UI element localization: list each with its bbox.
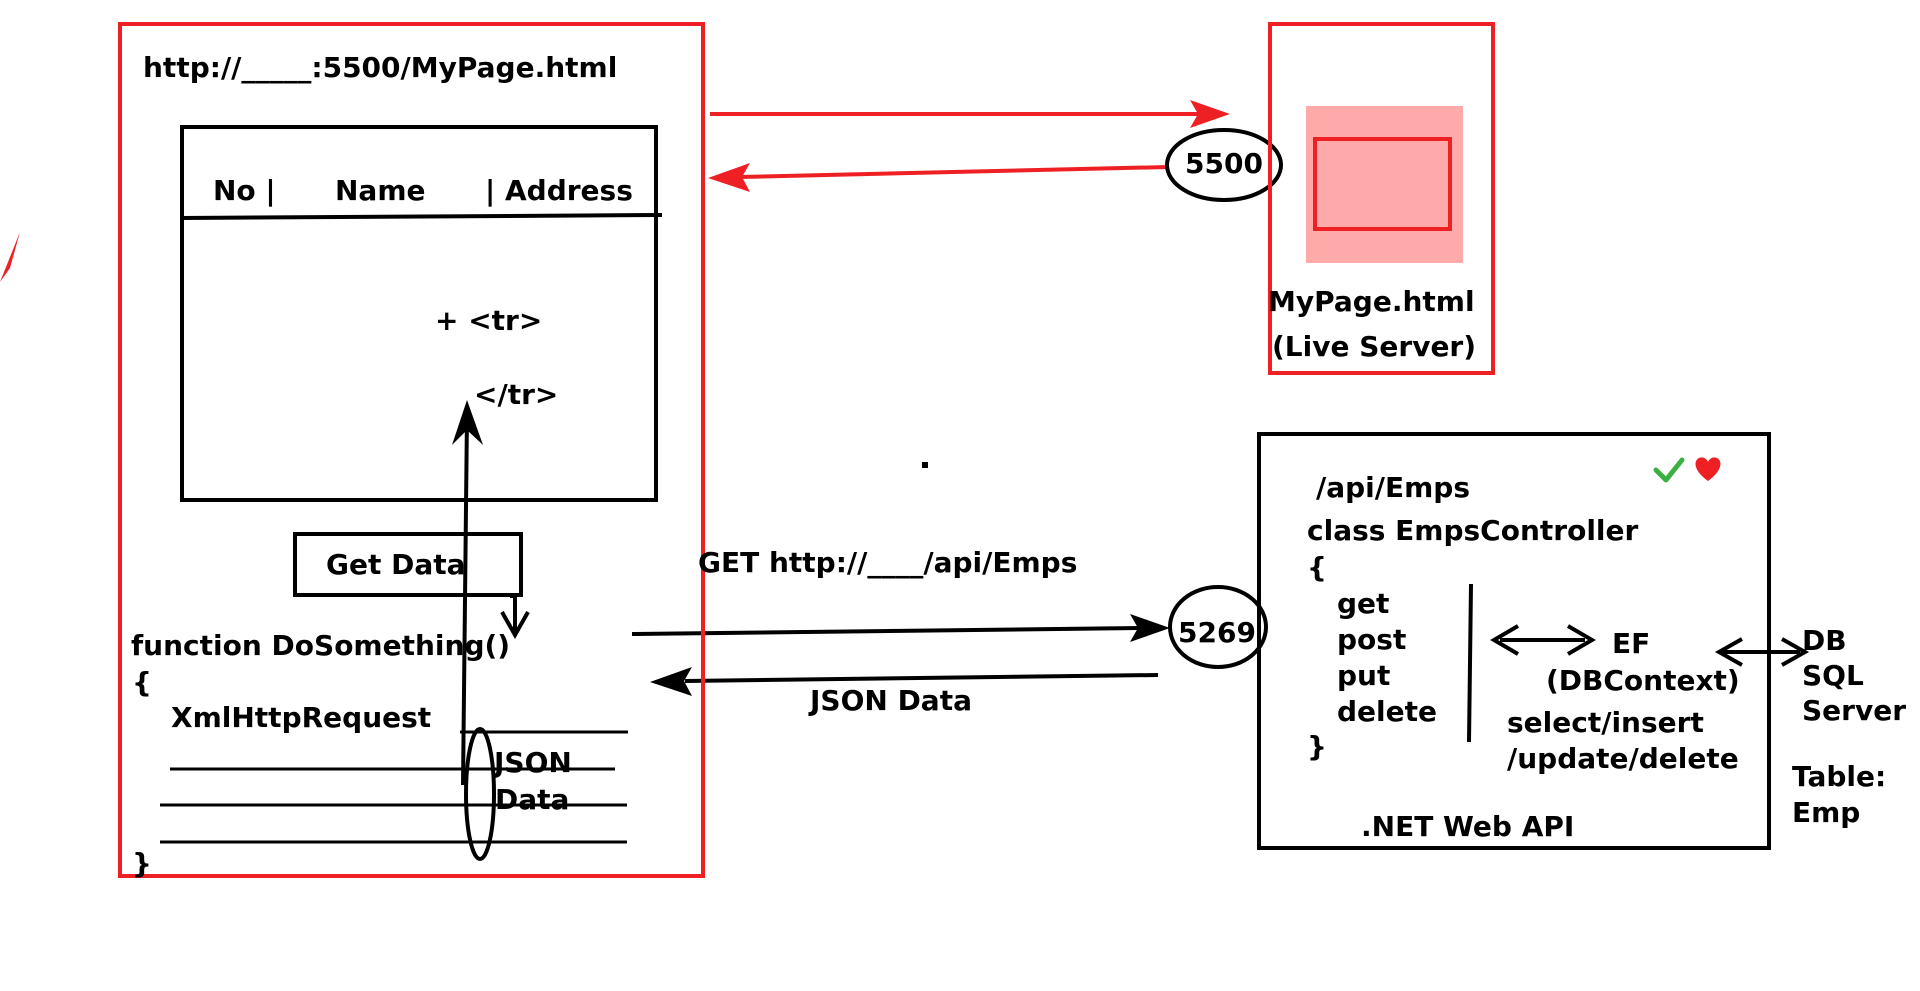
get-request-arrowhead <box>1130 614 1170 642</box>
table-header-name: Name <box>335 174 426 207</box>
api-method-get: get <box>1337 587 1390 620</box>
db-label-3: Server <box>1802 694 1907 727</box>
dbcontext-label: (DBContext) <box>1546 664 1740 697</box>
xhr-line: XmlHttpRequest <box>171 701 432 734</box>
db-table-label-2: Emp <box>1792 796 1861 829</box>
db-table-label-1: Table: <box>1792 760 1887 793</box>
api-method-divider <box>1467 583 1473 743</box>
function-open-brace: { <box>132 666 152 699</box>
api-open-brace: { <box>1307 551 1327 584</box>
serve-page-arrowhead <box>708 163 750 192</box>
db-label-1: DB <box>1802 624 1847 657</box>
port-5500-label: 5500 <box>1185 147 1263 180</box>
methods-ef-arrowhead-left <box>1490 624 1520 656</box>
json-data-ellipse <box>464 727 496 861</box>
api-close-brace: } <box>1307 730 1327 763</box>
table-header-no: No | <box>213 174 276 207</box>
db-label-2: SQL <box>1802 659 1864 692</box>
json-bubble-line2: Data <box>495 783 570 816</box>
table-row-open: + <tr> <box>435 304 543 337</box>
json-response-arrow <box>684 673 1159 683</box>
heart-icon <box>1695 457 1721 481</box>
page-url: http://_____:5500/MyPage.html <box>143 51 618 84</box>
ops-label-1: select/insert <box>1507 706 1704 739</box>
ef-db-arrowhead-right <box>1781 637 1810 667</box>
table-row-close: </tr> <box>474 378 559 411</box>
function-signature: function DoSomething() <box>131 629 511 662</box>
methods-ef-arrowhead-right <box>1566 624 1596 656</box>
stray-arrowhead <box>0 232 20 282</box>
json-response-label: JSON Data <box>810 684 972 717</box>
live-server-label-2: (Live Server) <box>1272 330 1477 363</box>
data-table <box>180 125 658 502</box>
get-data-button[interactable] <box>293 532 523 597</box>
check-icon <box>1653 457 1685 483</box>
live-server-label-1: MyPage.html <box>1268 285 1475 318</box>
get-request-arrow <box>631 626 1141 636</box>
ef-label: EF <box>1612 627 1651 660</box>
web-api-box <box>1257 432 1771 850</box>
table-header-address: | Address <box>485 174 633 207</box>
json-to-table-arrow <box>461 414 469 786</box>
ef-db-arrowhead-left <box>1714 637 1743 667</box>
request-page-arrowhead <box>1190 100 1230 128</box>
port-5269-ellipse <box>1168 585 1268 669</box>
page-icon-frame <box>1313 137 1452 231</box>
live-server-box <box>1268 22 1495 375</box>
json-bubble-line1: JSON <box>494 746 572 779</box>
api-route: /api/Emps <box>1316 471 1470 504</box>
port-5500-ellipse <box>1165 128 1283 202</box>
stray-dot <box>922 462 928 468</box>
json-response-arrowhead <box>650 667 692 696</box>
function-close-brace: } <box>132 847 152 880</box>
api-method-post: post <box>1337 623 1407 656</box>
page-icon-fill <box>1306 106 1463 263</box>
api-method-put: put <box>1337 659 1391 692</box>
api-class-line: class EmpsController <box>1307 514 1639 547</box>
json-to-table-arrowhead <box>452 400 483 445</box>
web-api-footer: .NET Web API <box>1361 810 1575 843</box>
get-request-label: GET http://____/api/Emps <box>698 546 1078 579</box>
api-method-delete: delete <box>1337 695 1437 728</box>
button-to-function-arrowhead <box>500 611 530 640</box>
client-page-box <box>118 22 705 878</box>
ops-label-2: /update/delete <box>1507 742 1739 775</box>
table-header-divider <box>181 213 663 220</box>
port-5269-label: 5269 <box>1178 616 1256 649</box>
get-data-button-label: Get Data <box>326 548 466 581</box>
serve-page-arrow <box>739 165 1169 179</box>
